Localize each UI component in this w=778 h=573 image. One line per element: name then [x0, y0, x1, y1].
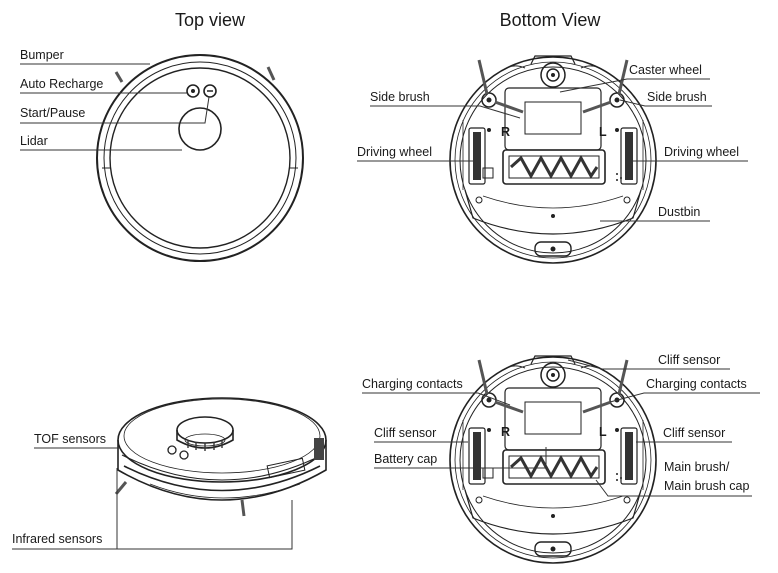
- label-lidar: Lidar: [20, 134, 48, 148]
- label-charging-contacts-right: Charging contacts: [646, 377, 747, 391]
- label-side-brush-left: Side brush: [370, 90, 430, 104]
- wheel-mark-r-2: R: [501, 425, 510, 439]
- label-infrared-sensors: Infrared sensors: [12, 532, 102, 546]
- label-main-brush-cap: Main brush cap: [664, 479, 750, 493]
- auto-recharge-button-icon: [186, 84, 200, 98]
- lidar-dome-icon: [178, 107, 222, 151]
- label-dustbin: Dustbin: [658, 205, 700, 219]
- bottom-view-sensors-robot: [448, 354, 658, 565]
- label-caster-wheel: Caster wheel: [629, 63, 702, 77]
- wheel-mark-r: R: [501, 125, 510, 139]
- label-driving-wheel-right: Driving wheel: [664, 145, 739, 159]
- bottom-view-title: Bottom View: [500, 10, 602, 30]
- label-driving-wheel-left: Driving wheel: [357, 145, 432, 159]
- start-pause-button-icon: [203, 84, 217, 98]
- label-main-brush: Main brush/: [664, 460, 730, 474]
- label-start-pause: Start/Pause: [20, 106, 85, 120]
- label-cliff-sensor-left: Cliff sensor: [374, 426, 436, 440]
- label-tof-sensors: TOF sensors: [34, 432, 106, 446]
- label-cliff-sensor-right: Cliff sensor: [663, 426, 725, 440]
- top-view-robot: [96, 54, 304, 262]
- bottom-view-robot: [448, 54, 658, 265]
- wheel-mark-l-2: L: [599, 425, 607, 439]
- label-side-brush-right: Side brush: [647, 90, 707, 104]
- label-auto-recharge: Auto Recharge: [20, 77, 103, 91]
- label-cliff-sensor-top: Cliff sensor: [658, 353, 720, 367]
- top-view-title: Top view: [175, 10, 246, 30]
- wheel-mark-l: L: [599, 125, 607, 139]
- side-view-robot: [114, 397, 327, 517]
- label-battery-cap: Battery cap: [374, 452, 437, 466]
- label-charging-contacts-left: Charging contacts: [362, 377, 463, 391]
- label-bumper: Bumper: [20, 48, 64, 62]
